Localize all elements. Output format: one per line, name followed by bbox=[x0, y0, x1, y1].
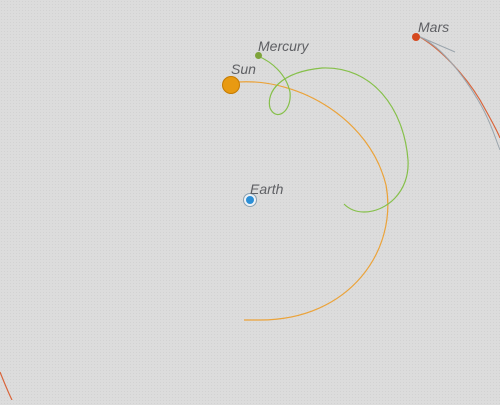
mars-path bbox=[417, 35, 500, 139]
mercury-marker bbox=[255, 52, 262, 59]
mercury-label: Mercury bbox=[258, 38, 309, 54]
mars-marker bbox=[412, 33, 420, 41]
sun-label: Sun bbox=[231, 61, 256, 77]
mars-pointer-line-1 bbox=[417, 35, 500, 151]
outer-orbit-arc bbox=[0, 371, 13, 401]
mars-pointer-line-2 bbox=[417, 35, 456, 53]
sun-marker bbox=[222, 76, 240, 94]
earth-label: Earth bbox=[250, 181, 284, 197]
mercury-path bbox=[257, 55, 409, 213]
mars-label: Mars bbox=[418, 19, 450, 35]
sun-path bbox=[237, 81, 389, 321]
earth-marker bbox=[244, 194, 256, 206]
